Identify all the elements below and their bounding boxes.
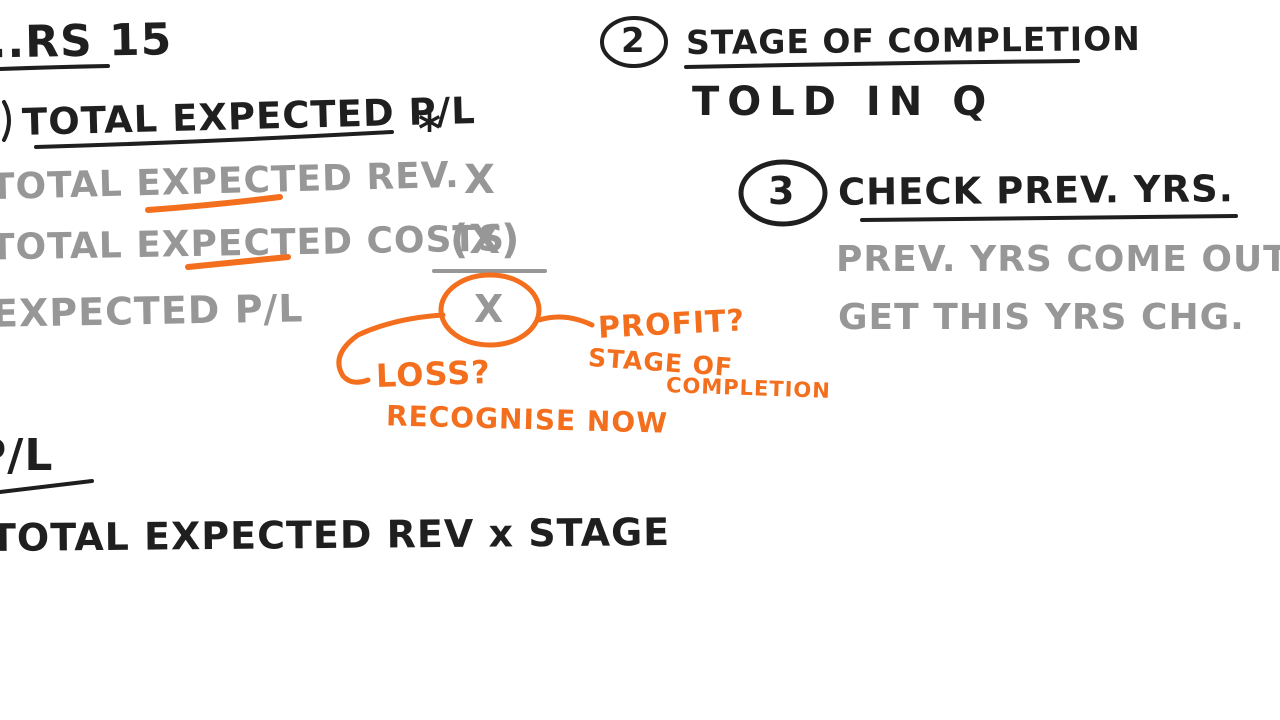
step3-line-1: PREV. YRS COME OUT -: [836, 239, 1280, 280]
bottom-heading-underline: [0, 479, 94, 494]
step3-line-2: GET THIS YRS CHG.: [838, 297, 1245, 338]
loss-action: RECOGNISE NOW: [385, 399, 669, 440]
heading-text: ...RS 15: [0, 14, 173, 69]
asterisk-mark: *: [418, 104, 443, 155]
expected-underline-2: [185, 254, 291, 270]
bottom-heading: P/L: [0, 430, 54, 481]
loss-branch-line: [336, 312, 446, 385]
step1-title: TOTAL EXPECTED P/L: [21, 89, 477, 144]
bottom-formula: TOTAL EXPECTED REV x STAGE: [0, 510, 671, 560]
loss-question: LOSS?: [375, 353, 492, 395]
expected-costs-label: TOTAL EXPECTED COSTS: [0, 218, 506, 269]
step3-title: CHECK PREV. YRS.: [837, 167, 1234, 214]
profit-branch-line: [536, 314, 595, 328]
profit-action-line-2: COMPLETION: [665, 373, 832, 403]
step2-number: 2: [621, 21, 646, 61]
step1-paren: [2, 100, 11, 142]
expected-underline-1: [145, 194, 283, 213]
heading-underline: [0, 64, 110, 71]
step3-title-underline: [860, 214, 1238, 222]
step2-note: TOLD IN Q: [692, 79, 995, 125]
expected-pl-value: X: [474, 287, 505, 331]
step1-title-underline: [34, 130, 394, 149]
step3-circle: [738, 159, 828, 227]
step2-title-underline: [684, 59, 1080, 69]
result-circle: [438, 272, 542, 348]
expected-pl-label: EXPECTED P/L: [0, 286, 304, 336]
profit-question: PROFIT?: [597, 303, 746, 346]
step3-number: 3: [768, 169, 796, 213]
step2-circle: [600, 16, 668, 68]
expected-revenue-value: X: [464, 157, 496, 203]
expected-costs-value: (X): [450, 217, 521, 263]
step2-title: STAGE OF COMPLETION: [685, 19, 1141, 62]
